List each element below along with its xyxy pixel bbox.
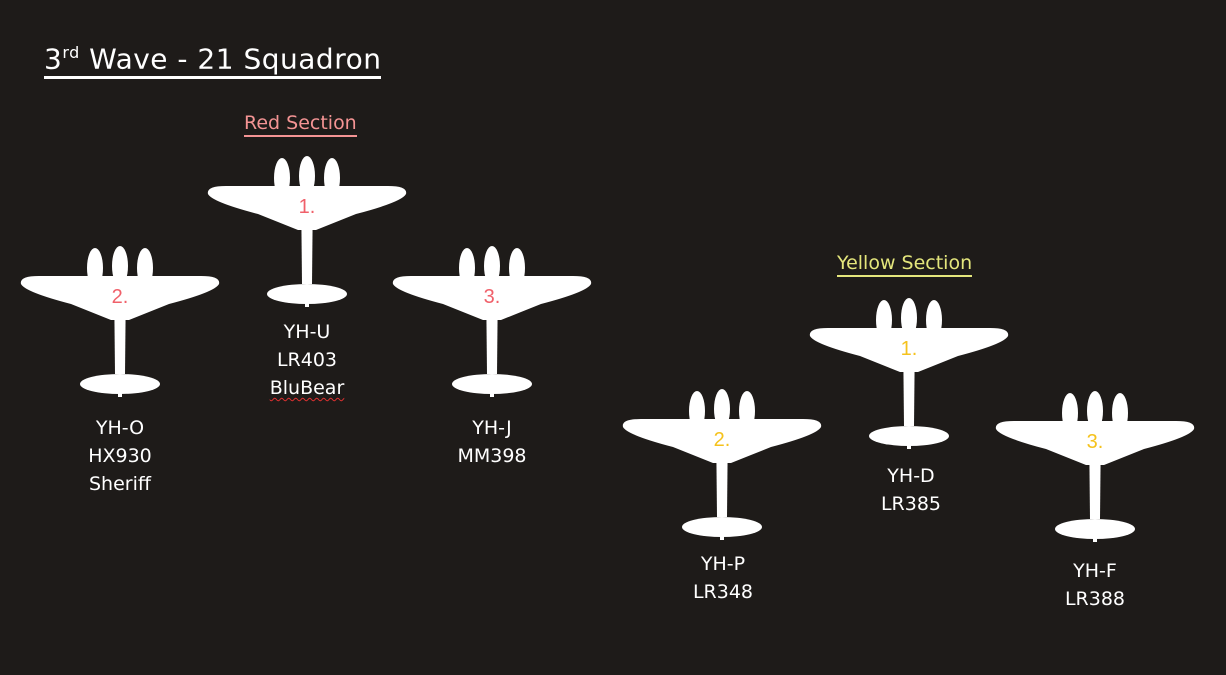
aircraft-red-2: 2.	[19, 246, 221, 398]
plane-silhouette-icon	[20, 246, 220, 397]
plane-silhouette-icon	[392, 246, 592, 397]
aircraft-number: 3.	[483, 286, 501, 308]
aircraft-number: 3.	[1086, 431, 1104, 453]
aircraft-yellow-2: 2.	[621, 389, 823, 541]
aircraft-yellow-3: 3.	[994, 391, 1196, 543]
aircraft-red-1: 1.	[206, 156, 408, 308]
aircraft-number: 2.	[713, 429, 731, 451]
aircraft-number: 2.	[111, 286, 129, 308]
aircraft-yellow-1: 1.	[808, 298, 1010, 450]
plane-silhouette-icon	[809, 298, 1009, 449]
plane-silhouette-icon	[207, 156, 407, 307]
aircraft-red-3: 3.	[391, 246, 593, 398]
red-section-heading: Red Section	[244, 111, 357, 137]
yellow-section-heading: Yellow Section	[837, 251, 973, 277]
plane-silhouette-icon	[622, 389, 822, 540]
aircraft-number: 1.	[298, 196, 316, 218]
plane-silhouette-icon	[995, 391, 1195, 542]
page-title: 3rd Wave - 21 Squadron	[44, 36, 382, 80]
aircraft-number: 1.	[900, 338, 918, 360]
